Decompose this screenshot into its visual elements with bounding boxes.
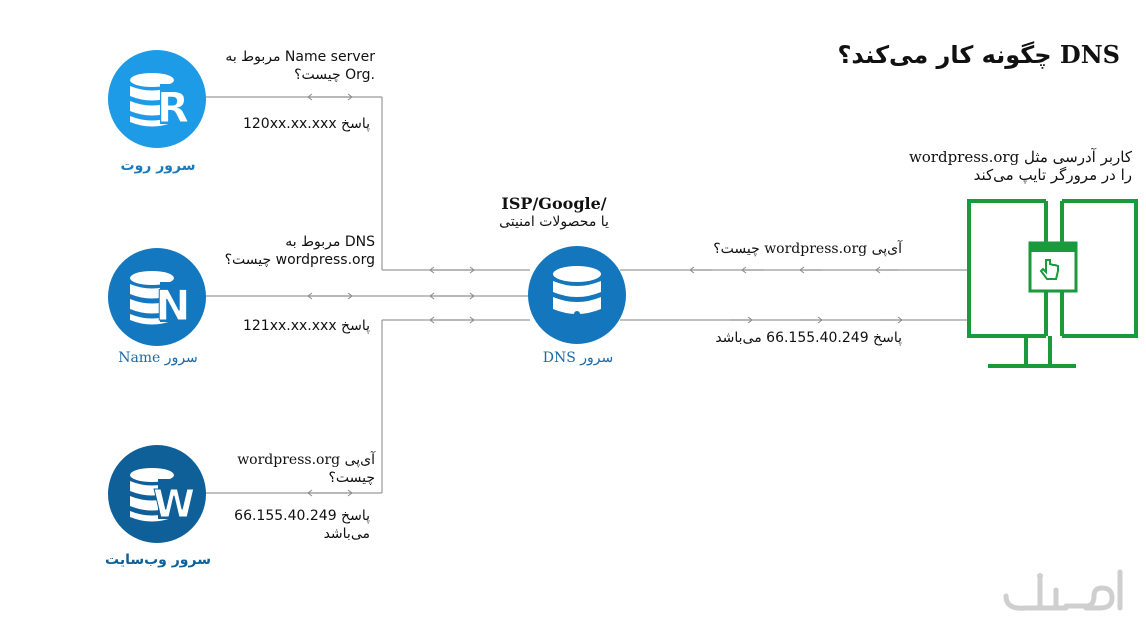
root-question-line1: Name server مربوط به — [225, 49, 375, 65]
name-question-line1: DNS مربوط به — [285, 234, 375, 250]
database-dns-icon — [528, 246, 626, 344]
web-answer-line2: می‌باشد — [323, 526, 370, 542]
root-answer: پاسخ 120xx.xx.xxx — [242, 116, 370, 132]
name-question: DNS مربوط به wordpress.org چیست؟ — [190, 233, 375, 269]
name-question-line2: wordpress.org چیست؟ — [224, 252, 375, 268]
title-dns: DNS — [1059, 40, 1120, 69]
computer-monitor-icon — [967, 199, 1138, 368]
dns-provider: /ISP/Google یا محصولات امنیتی — [470, 195, 638, 231]
database-w-icon: W — [108, 445, 206, 543]
web-answer: پاسخ 66.155.40.249 می‌باشد — [190, 507, 370, 543]
root-question: Name server مربوط به .Org چیست؟ — [190, 48, 375, 84]
web-answer-line1: پاسخ 66.155.40.249 — [234, 508, 370, 524]
database-r-icon: R — [108, 50, 206, 148]
name-answer: پاسخ 121xx.xx.xxx — [242, 318, 370, 334]
title-rest: چگونه کار می‌کند؟ — [837, 41, 1060, 69]
name-letter: N — [155, 281, 190, 330]
web-server-label: سرور وب‌سایت — [105, 552, 211, 568]
web-letter: W — [153, 482, 195, 526]
web-question-line2: چیست؟ — [328, 470, 375, 486]
name-server-label: سرور Name — [118, 350, 198, 366]
root-letter: R — [157, 83, 189, 132]
web-question-line1: آی‌پی wordpress.org — [237, 452, 375, 468]
user-query: آی‌پی wordpress.org چیست؟ — [640, 240, 902, 258]
user-description-line1: کاربر آدرسی مثل wordpress.org — [908, 148, 1132, 166]
dns-server-label: سرور DNS — [542, 350, 614, 366]
user-answer: پاسخ 66.155.40.249 می‌باشد — [715, 330, 902, 346]
web-question: آی‌پی wordpress.org چیست؟ — [190, 451, 375, 487]
site-logo — [1003, 569, 1123, 611]
user-query-text: آی‌پی wordpress.org چیست؟ — [713, 241, 902, 257]
root-question-line2: .Org چیست؟ — [294, 67, 375, 83]
user-description-line2: را در مرورگر تایپ می‌کند — [973, 166, 1132, 184]
root-server-label: سرور روت — [120, 158, 196, 174]
user-description: کاربر آدرسی مثل wordpress.org را در مرور… — [870, 148, 1132, 184]
dns-provider-line2: یا محصولات امنیتی — [499, 214, 609, 230]
database-n-icon: N — [108, 248, 206, 346]
hand-pointer-icon — [1039, 259, 1059, 280]
page-title: DNS چگونه کار می‌کند؟ — [760, 40, 1121, 69]
dns-provider-line1: /ISP/Google — [501, 194, 607, 213]
